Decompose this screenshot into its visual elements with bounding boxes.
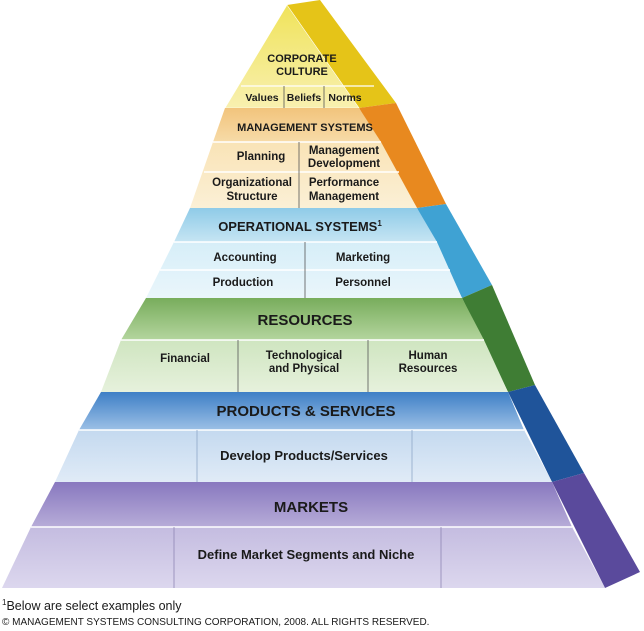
management-cell-perf-line2: Management bbox=[309, 191, 379, 203]
operational-header-band bbox=[174, 208, 437, 242]
products-title: PRODUCTS & SERVICES bbox=[217, 403, 396, 420]
management-cell-mgmt-dev-line2: Development bbox=[308, 158, 380, 170]
management-cell-mgmt-dev-line1: Management bbox=[309, 145, 379, 157]
products-cells-band bbox=[55, 430, 552, 482]
resources-cell-tech-line2: and Physical bbox=[269, 363, 339, 375]
management-cells-band bbox=[190, 142, 417, 208]
management-title: MANAGEMENT SYSTEMS bbox=[237, 122, 373, 134]
operational-side-face bbox=[417, 204, 492, 298]
operational-cell-production: Production bbox=[213, 277, 274, 289]
resources-cell-human-line2: Resources bbox=[399, 363, 458, 375]
tier-operational-systems: OPERATIONAL SYSTEMS1 Accounting Marketin… bbox=[146, 208, 462, 298]
management-cell-org-line1: Organizational bbox=[212, 177, 292, 189]
operational-title-text: OPERATIONAL SYSTEMS bbox=[218, 219, 377, 234]
management-cell-perf-line1: Performance bbox=[309, 177, 379, 189]
markets-cells-band bbox=[2, 527, 605, 588]
markets-side-face bbox=[552, 473, 640, 588]
footnote-text: Below are select examples only bbox=[6, 599, 182, 614]
products-cell: Develop Products/Services bbox=[220, 448, 388, 463]
tier-resources: RESOURCES Financial Technological and Ph… bbox=[101, 298, 508, 392]
management-cell-planning: Planning bbox=[237, 151, 286, 163]
footnote: 1Below are select examples only bbox=[2, 598, 182, 613]
resources-cells-band bbox=[101, 340, 508, 392]
operational-cell-marketing: Marketing bbox=[336, 252, 390, 264]
markets-title: MARKETS bbox=[274, 499, 348, 516]
products-side-face bbox=[508, 385, 584, 482]
resources-title: RESOURCES bbox=[257, 312, 352, 329]
management-side-face bbox=[359, 103, 446, 208]
culture-side-face bbox=[287, 0, 396, 108]
copyright-notice: © MANAGEMENT SYSTEMS CONSULTING CORPORAT… bbox=[2, 617, 430, 628]
resources-side-face bbox=[462, 285, 535, 392]
tier-markets: MARKETS Define Market Segments and Niche bbox=[2, 482, 605, 588]
culture-cell-beliefs: Beliefs bbox=[287, 92, 322, 104]
resources-cell-tech-line1: Technological bbox=[266, 350, 342, 362]
operational-cell-personnel: Personnel bbox=[335, 277, 391, 289]
footnote-marker: 1 bbox=[2, 598, 7, 607]
operational-cell-accounting: Accounting bbox=[213, 252, 276, 264]
markets-cell: Define Market Segments and Niche bbox=[198, 547, 415, 562]
resources-header-band bbox=[121, 298, 484, 340]
culture-title-line2: CULTURE bbox=[276, 66, 328, 78]
operational-title-superscript: 1 bbox=[377, 219, 382, 228]
markets-header-band bbox=[31, 482, 572, 527]
resources-cell-financial: Financial bbox=[160, 353, 210, 365]
culture-title-line1: CORPORATE bbox=[267, 53, 336, 65]
pyramid-side-faces bbox=[287, 0, 640, 588]
tier-corporate-culture: CORPORATE CULTURE Values Beliefs Norms bbox=[224, 4, 374, 109]
products-header-band bbox=[79, 392, 524, 430]
culture-cell-values: Values bbox=[245, 92, 278, 104]
operational-title: OPERATIONAL SYSTEMS1 bbox=[218, 219, 382, 234]
resources-cell-human-line1: Human bbox=[409, 350, 448, 362]
tier-management-systems: MANAGEMENT SYSTEMS Planning Management D… bbox=[190, 108, 417, 208]
management-header-band bbox=[213, 108, 381, 142]
tier-products-services: PRODUCTS & SERVICES Develop Products/Ser… bbox=[55, 392, 552, 482]
culture-cell-norms: Norms bbox=[328, 92, 361, 104]
management-cell-org-line2: Structure bbox=[226, 191, 277, 203]
